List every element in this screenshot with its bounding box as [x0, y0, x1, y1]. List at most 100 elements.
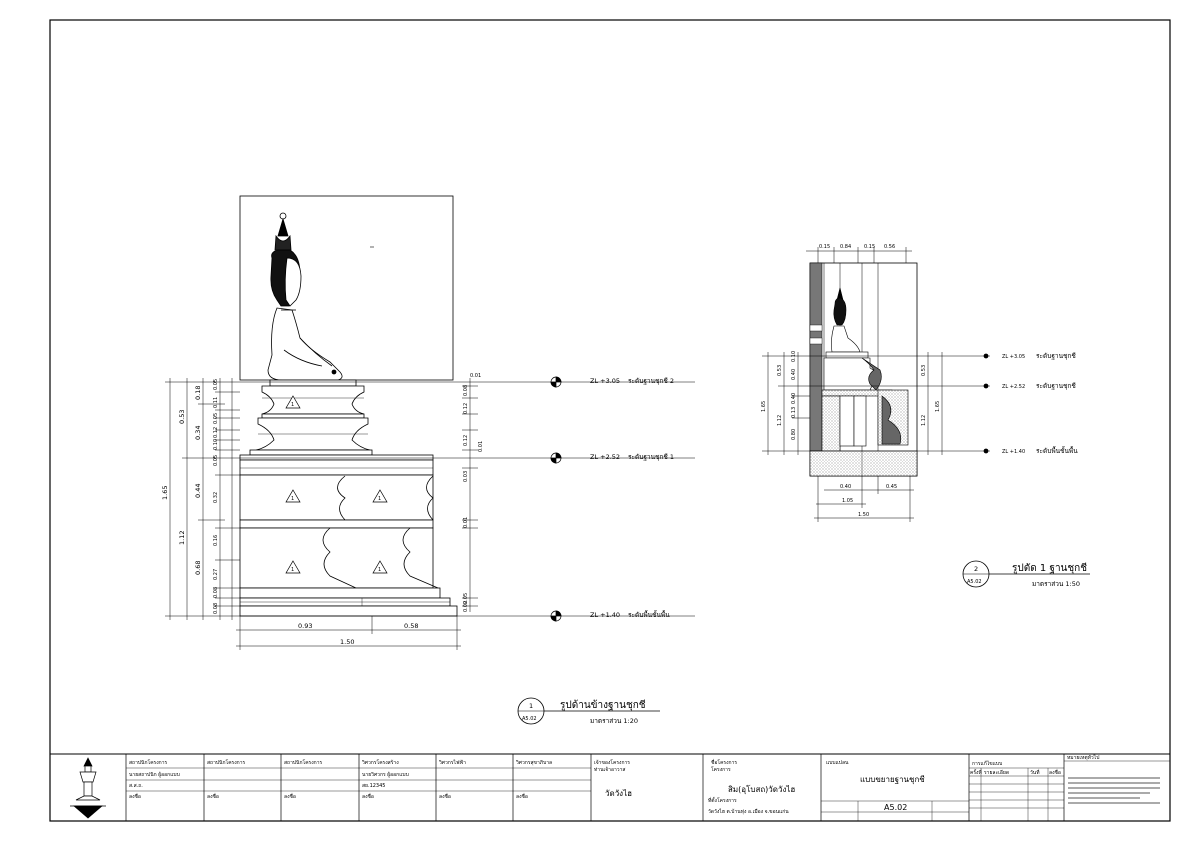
s-dim-bottom: 0.45 — [886, 484, 897, 490]
section-pedestal — [809, 351, 918, 477]
dim-fine: 0.05 — [213, 413, 219, 424]
dim-right: 0.01 — [463, 517, 469, 528]
sheet-title: แบบขยายฐานชุกชี — [860, 775, 925, 784]
s-dim-right: 1.65 — [935, 401, 941, 412]
note-symbol: 1 — [378, 496, 381, 502]
general-notes-lines — [1068, 777, 1160, 804]
location-head: ที่ตั้งโครงการ — [708, 795, 737, 804]
dim-fine: 0.11 — [213, 397, 219, 408]
dim-lower-height: 1.12 — [178, 531, 186, 545]
s-dim-left: 1.12 — [777, 415, 783, 426]
dimension-lines-right — [462, 378, 478, 612]
s-dim-bottom: 1.05 — [842, 498, 853, 504]
box-sign: ลงชื่อ — [439, 793, 451, 800]
consultant-boxes: สถาปนิกโครงการ นายสถาปนิก ผู้ออกแบบ ส.ส.… — [129, 759, 552, 800]
box-head: สถาปนิกโครงการ — [129, 759, 167, 766]
owner-head: เจ้าของโครงการ — [594, 759, 630, 766]
revision-col: วันที่ — [1030, 769, 1040, 776]
revision-col: ครั้งที่ — [970, 767, 982, 776]
level-markers — [550, 376, 562, 622]
box-line: สย.12345 — [362, 783, 385, 789]
dim-fine: 0.12 — [213, 427, 219, 438]
project-sub: โครงการ — [711, 766, 731, 773]
dim-right: 0.01 — [470, 373, 481, 379]
buddha-figure — [267, 212, 343, 381]
view-sheet-ref: A5.02 — [522, 716, 537, 722]
section-buddha — [831, 287, 861, 353]
dim-fine: 0.05 — [213, 455, 219, 466]
dim-tier-b: 0.34 — [194, 426, 202, 440]
view-2-title: 2 A5.02 รูปตัด 1 ฐานชุกชี มาตราส่วน 1:50 — [962, 560, 1090, 588]
location-text: วัดวังไฮ ต.บ้านทุ่ง อ.เมือง จ.ขอนแก่น — [708, 808, 789, 815]
dim-tier-c: 0.44 — [194, 484, 202, 498]
project-name: สิม(อุโบสถ)วัดวังไฮ — [728, 784, 796, 794]
box-head: วิศวกรไฟฟ้า — [439, 759, 466, 766]
lower-base — [239, 454, 458, 617]
s-dim-left: 0.40 — [791, 369, 797, 380]
s-dim-left: 0.53 — [777, 365, 783, 376]
sheet-number: A5.02 — [884, 803, 907, 812]
section-dim-left — [762, 352, 810, 455]
dim-fine: 0.10 — [213, 439, 219, 450]
box-sign: ลงชื่อ — [207, 793, 219, 800]
temple-logo-icon — [70, 757, 106, 819]
section-view: ZL +3.05 ระดับฐานชุกชี ZL +2.52 ระดับฐาน… — [761, 244, 1090, 588]
dim-right: 0.12 — [463, 435, 469, 446]
dim-right: 0.12 — [463, 403, 469, 414]
revision-head: การแก้ไขแบบ — [972, 760, 1002, 767]
box-line: นายสถาปนิก ผู้ออกแบบ — [129, 771, 180, 778]
s-level-code-1: ZL +3.05 — [1002, 354, 1025, 360]
box-head: สถาปนิกโครงการ — [284, 759, 322, 766]
s-dim-top: 0.84 — [840, 244, 851, 250]
dim-bottom-right: 0.58 — [404, 622, 418, 630]
section-dim-top — [806, 247, 912, 263]
s-dim-left: 0.13 — [791, 407, 797, 418]
level-label-1: ระดับฐานชุกชี 2 — [628, 377, 674, 385]
view-name: รูปด้านข้างฐานชุกชี — [560, 699, 646, 711]
level-label-2: ระดับฐานชุกชี 1 — [628, 453, 674, 461]
dim-fine: 0.05 — [213, 379, 219, 390]
box-sign: ลงชื่อ — [129, 793, 141, 800]
note-symbol: 1 — [291, 402, 294, 408]
s-level-label-1: ระดับฐานชุกชี — [1036, 352, 1076, 360]
view-number: 2 — [974, 565, 978, 573]
section-dim-bottom — [814, 476, 914, 522]
s-level-code-2: ZL +2.52 — [1002, 384, 1025, 390]
s-level-code-3: ZL +1.40 — [1002, 449, 1025, 455]
s-dim-bottom: 0.40 — [840, 484, 851, 490]
level-lines — [240, 381, 695, 617]
dim-left-text: 1.65 0.53 1.12 0.18 0.34 0.44 0.68 0.05 … — [161, 379, 219, 614]
section-level-lines — [810, 355, 990, 452]
dim-tier-a: 0.18 — [194, 386, 202, 400]
note-symbol: 1 — [291, 496, 294, 502]
level-code-2: ZL +2.52 — [590, 453, 620, 461]
box-line: นายวิศวกร ผู้ออกแบบ — [362, 771, 409, 778]
view-scale: มาตราส่วน 1:50 — [1032, 580, 1080, 588]
project-head: ชื่อโครงการ — [711, 759, 737, 766]
level-label-3: ระดับพื้นชั้นพื้น — [628, 610, 670, 619]
box-head: สถาปนิกโครงการ — [207, 759, 245, 766]
owner-name: วัดวังไฮ — [605, 789, 632, 798]
sheet-head: แบบแปลน — [826, 760, 849, 766]
dim-fine: 0.27 — [213, 569, 219, 580]
box-sign: ลงชื่อ — [362, 793, 374, 800]
note-symbol: 1 — [378, 567, 381, 573]
s-dim-top: 0.15 — [864, 244, 875, 250]
view-name: รูปตัด 1 ฐานชุกชี — [1012, 562, 1087, 574]
level-code-1: ZL +3.05 — [590, 377, 620, 385]
s-dim-top: 0.15 — [819, 244, 830, 250]
view-sheet-ref: A5.02 — [967, 579, 982, 585]
s-level-label-2: ระดับฐานชุกชี — [1036, 382, 1076, 390]
dim-fine: 0.16 — [213, 535, 219, 546]
revision-markers — [285, 395, 388, 574]
view-1-title: 1 A5.02 รูปด้านข้างฐานชุกชี มาตราส่วน 1:… — [517, 697, 660, 725]
level-code-3: ZL +1.40 — [590, 611, 620, 619]
dim-right: 0.05 — [463, 593, 469, 604]
dim-fine: 0.08 — [213, 603, 219, 614]
view-scale: มาตราส่วน 1:20 — [590, 717, 638, 725]
box-line: ส.ส.ถ. — [129, 783, 143, 789]
s-dim-left: 0.40 — [791, 393, 797, 404]
box-sign: ลงชื่อ — [516, 793, 528, 800]
dim-right: 0.03 — [463, 471, 469, 482]
